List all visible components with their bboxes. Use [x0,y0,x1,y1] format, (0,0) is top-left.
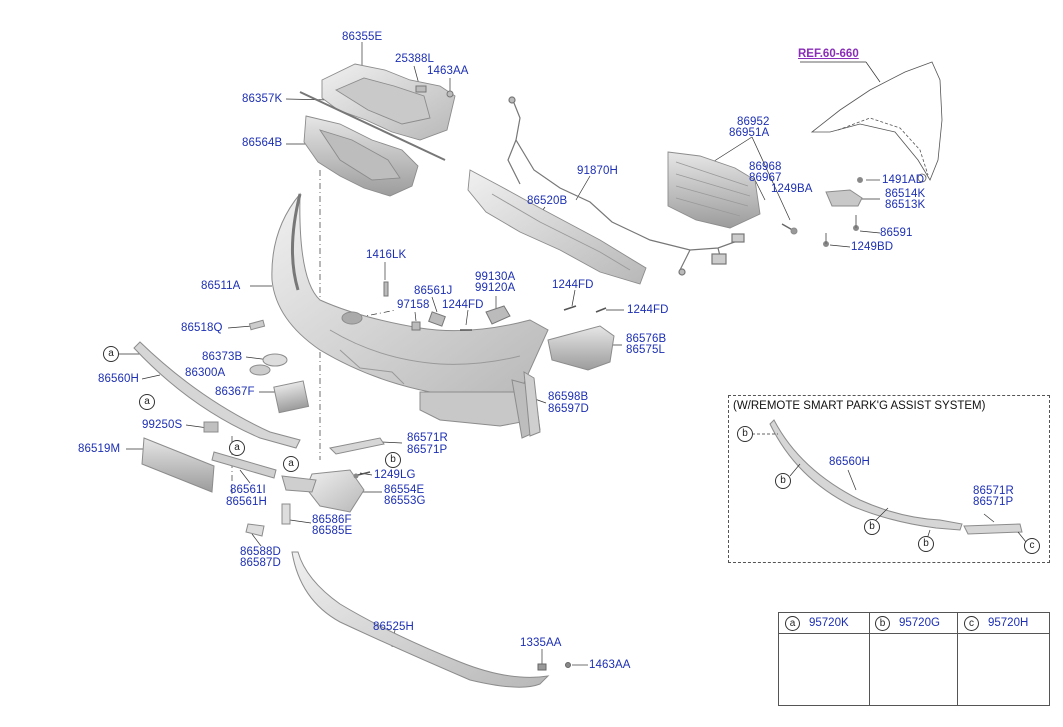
part-1491AD[interactable]: 1491AD [882,174,925,186]
inset-callout-c[interactable]: c [1024,538,1040,554]
part-86560H[interactable]: 86560H [98,373,139,385]
legend-key-b: b [875,616,890,631]
sensor-bracket-part [203,421,219,433]
part-86571R[interactable]: 86571R [407,432,448,444]
sensor-legend-table: a 95720K b 95720G c 95720H [778,612,1050,706]
part-86373B[interactable]: 86373B [202,351,243,363]
part-86597D[interactable]: 86597D [548,403,589,415]
part-99250S[interactable]: 99250S [142,419,183,431]
part-86554E[interactable]: 86554E [384,484,425,496]
lower-garnish-strip-part [133,341,301,449]
part-86591[interactable]: 86591 [880,227,913,239]
wiring-harness-part [507,96,745,276]
part-1244FD-b[interactable]: 1244FD [552,279,594,291]
ref-label[interactable]: REF.60-660 [798,48,859,60]
clips-and-fasteners [383,85,607,331]
part-86575L[interactable]: 86575L [626,344,665,356]
callout-a-4[interactable]: a [283,456,299,472]
inset-title: (W/REMOTE SMART PARK'G ASSIST SYSTEM) [733,400,986,412]
small-cover-part [281,503,291,525]
part-86564B[interactable]: 86564B [242,137,283,149]
part-86968[interactable]: 86968 [749,161,782,173]
upper-bracket-part [303,115,419,197]
part-86520B[interactable]: 86520B [527,195,568,207]
fender-reference-outline [810,61,943,183]
legend-code-a: 95720K [809,617,849,629]
callout-a-1[interactable]: a [103,346,119,362]
part-1463AA-bottom[interactable]: 1463AA [589,659,631,671]
side-strip-part [523,371,541,437]
part-91870H[interactable]: 91870H [577,165,618,177]
part-86585E[interactable]: 86585E [312,525,353,537]
part-86513K[interactable]: 86513K [885,199,926,211]
part-86300A[interactable]: 86300A [185,367,226,379]
part-86355E[interactable]: 86355E [342,31,383,43]
lamp-garnish-part [281,475,317,493]
part-86561I[interactable]: 86561I [230,484,266,496]
part-86357K[interactable]: 86357K [242,93,283,105]
small-garnish-part [328,437,385,455]
part-86525H[interactable]: 86525H [373,621,414,633]
callout-b-1[interactable]: b [385,452,401,468]
part-86514K[interactable]: 86514K [885,188,926,200]
part-1249BA[interactable]: 1249BA [771,183,813,195]
legend-key-a: a [785,616,800,631]
emblem-parts [248,319,310,414]
part-86586F[interactable]: 86586F [312,514,352,526]
part-86588D[interactable]: 86588D [240,546,281,558]
part-86561H[interactable]: 86561H [226,496,267,508]
part-86518Q[interactable]: 86518Q [181,322,223,334]
lower-molding-part [211,451,277,479]
center-beam-part [467,169,647,285]
part-86367F[interactable]: 86367F [215,386,255,398]
part-86598B[interactable]: 86598B [548,391,589,403]
part-86561J[interactable]: 86561J [414,285,453,297]
inset-part-86571R[interactable]: 86571R [973,485,1014,497]
side-bracket-part [781,177,863,247]
part-86511A[interactable]: 86511A [201,280,241,292]
part-1335AA[interactable]: 1335AA [520,637,562,649]
legend-code-b: 95720G [899,617,940,629]
part-99120A[interactable]: 99120A [475,282,516,294]
inset-part-86571P[interactable]: 86571P [973,496,1014,508]
legend-cell-a[interactable]: a 95720K [779,613,870,705]
lower-lip-spoiler-part [291,551,550,688]
license-bracket-part [141,437,215,493]
callout-a-2[interactable]: a [139,394,155,410]
callout-a-3[interactable]: a [229,440,245,456]
inset-callout-b-2[interactable]: b [775,473,791,489]
part-1249LG[interactable]: 1249LG [374,469,416,481]
part-86967[interactable]: 86967 [749,172,782,184]
part-86952[interactable]: 86952 [737,116,770,128]
inset-callout-b-3[interactable]: b [864,519,880,535]
part-86576B[interactable]: 86576B [626,333,667,345]
side-molding-part [547,325,615,371]
legend-cell-c[interactable]: c 95720H [958,613,1049,705]
active-air-flap-part [667,151,761,229]
part-86571P[interactable]: 86571P [407,444,448,456]
part-99130A[interactable]: 99130A [475,271,516,283]
part-97158[interactable]: 97158 [397,299,430,311]
legend-cell-b[interactable]: b 95720G [869,613,958,705]
legend-code-c: 95720H [988,617,1029,629]
inset-part-86560H[interactable]: 86560H [829,456,870,468]
part-86951A[interactable]: 86951A [729,127,770,139]
part-86587D[interactable]: 86587D [240,557,281,569]
part-1244FD-c[interactable]: 1244FD [627,304,669,316]
cap-part [245,523,265,537]
legend-header-row [779,613,1049,634]
part-1416LK[interactable]: 1416LK [366,249,407,261]
part-25388L[interactable]: 25388L [395,53,434,65]
legend-key-c: c [964,616,979,631]
part-1249BD[interactable]: 1249BD [851,241,894,253]
part-1463AA-top[interactable]: 1463AA [427,65,469,77]
inset-callout-b-1[interactable]: b [737,426,753,442]
inset-box [728,395,1050,563]
upper-shroud-part [299,63,456,161]
part-86553G[interactable]: 86553G [384,495,426,507]
part-1244FD-a[interactable]: 1244FD [442,299,484,311]
part-86519M[interactable]: 86519M [78,443,121,455]
inset-callout-b-4[interactable]: b [918,536,934,552]
